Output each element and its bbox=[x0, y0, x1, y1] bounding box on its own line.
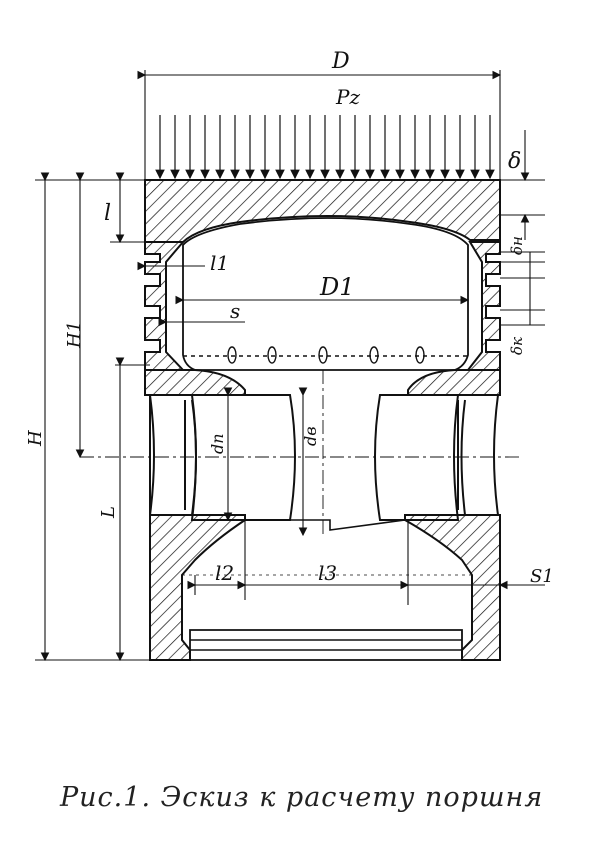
label-s: s bbox=[230, 299, 240, 323]
label-D1: D1 bbox=[319, 273, 355, 301]
label-dn: dп bbox=[208, 433, 227, 454]
figure-caption: Рис.1. Эскиз к расчету поршня bbox=[60, 782, 544, 813]
label-l3: l3 bbox=[318, 561, 337, 585]
dimension-lines bbox=[35, 70, 545, 662]
left-skirt-lower bbox=[149, 514, 246, 661]
right-skirt-lower bbox=[404, 514, 501, 661]
skirt-walls bbox=[149, 394, 499, 516]
piston-crown bbox=[144, 179, 501, 243]
left-boss-upper bbox=[144, 369, 246, 396]
label-L: L bbox=[98, 506, 119, 519]
bottom-ring bbox=[189, 629, 463, 661]
label-t-top: δн bbox=[508, 236, 526, 255]
oil-holes bbox=[183, 346, 468, 364]
label-H: H bbox=[25, 430, 46, 447]
label-t-bottom: δк bbox=[508, 337, 526, 355]
label-l: l bbox=[104, 201, 111, 226]
label-l1: l1 bbox=[210, 251, 229, 275]
left-ring-belt bbox=[144, 241, 186, 371]
label-S1: S1 bbox=[530, 566, 554, 587]
label-delta: δ bbox=[508, 149, 521, 174]
label-Pz: Pz bbox=[335, 85, 360, 109]
left-pin-boss bbox=[190, 394, 296, 521]
right-boss-upper bbox=[407, 369, 501, 396]
right-ring-belt bbox=[465, 241, 501, 371]
label-l2: l2 bbox=[215, 561, 234, 585]
label-H1: H1 bbox=[64, 321, 85, 349]
label-D: D bbox=[331, 49, 350, 74]
right-pin-boss bbox=[374, 394, 460, 521]
label-dv: dв bbox=[301, 426, 320, 446]
pressure-arrows bbox=[155, 115, 495, 180]
